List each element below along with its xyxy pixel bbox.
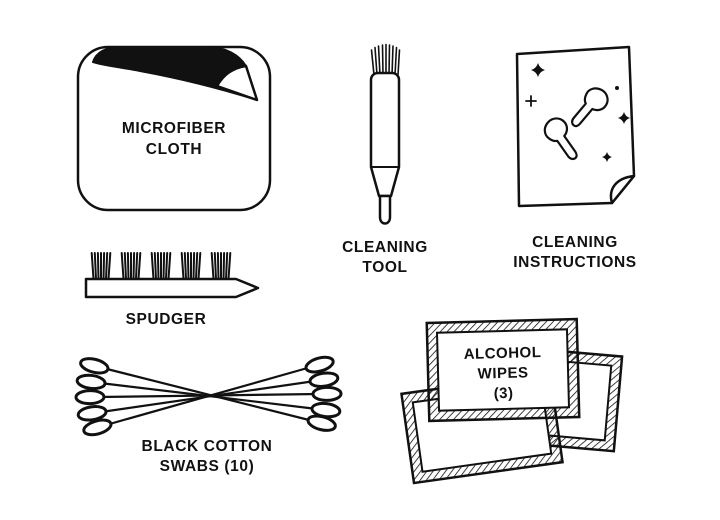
wipe-packet-front: ALCOHOL WIPES (3) (425, 317, 581, 423)
cleaning-tool-illustration: CLEANING TOOL (342, 43, 428, 276)
alcohol-wipes-label: WIPES (477, 364, 528, 382)
earbud-right-icon (571, 87, 609, 128)
microfiber-cloth-illustration: MICROFIBER CLOTH (76, 45, 272, 212)
cloth-fold-tip (215, 64, 259, 102)
alcohol-wipes-count: (3) (493, 385, 513, 403)
instructions-page-curl (609, 174, 636, 205)
cotton-swabs-illustration: BLACK COTTON SWABS (10) (74, 355, 343, 475)
sparkle-icons (525, 63, 630, 162)
spudger-bristles (90, 252, 232, 280)
spudger-illustration: SPUDGER (84, 252, 260, 328)
cotton-swabs-label: BLACK COTTON (142, 438, 273, 455)
tool-body (369, 71, 401, 198)
earbud-left-icon (543, 117, 578, 161)
cleaning-tool-label: TOOL (362, 259, 407, 276)
tool-tip (378, 194, 392, 225)
cleaning-instructions-label: CLEANING (532, 234, 618, 251)
cleaning-instructions-illustration: CLEANING INSTRUCTIONS (513, 45, 636, 271)
cleaning-instructions-label: INSTRUCTIONS (513, 254, 636, 271)
brush-bristles (370, 43, 401, 76)
microfiber-cloth-label: CLOTH (146, 141, 202, 158)
microfiber-cloth-label: MICROFIBER (122, 120, 226, 137)
spudger-body (84, 277, 260, 299)
alcohol-wipes-label: ALCOHOL (464, 344, 542, 363)
cleaning-tool-label: CLEANING (342, 239, 428, 256)
alcohol-wipes-illustration: ALCOHOL WIPES (3) (400, 317, 624, 485)
cotton-swab (82, 355, 335, 437)
spudger-label: SPUDGER (126, 311, 207, 328)
cotton-swabs-label: SWABS (10) (160, 458, 255, 475)
